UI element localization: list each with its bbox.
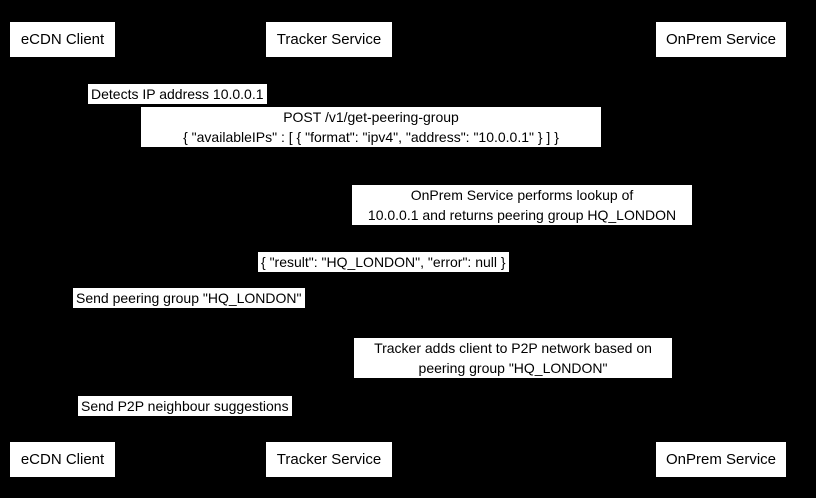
message-onprem-lookup-line2: 10.0.0.1 and returns peering group HQ_LO… (367, 207, 677, 223)
message-tracker-adds-note: Tracker adds client to P2P network based… (354, 338, 672, 378)
message-detect-ip: Detects IP address 10.0.0.1 (88, 84, 267, 104)
message-post-peering-group-line2: { "availableIPs" : [ { "format": "ipv4",… (183, 129, 559, 145)
message-tracker-adds-line1: Tracker adds client to P2P network based… (374, 340, 652, 356)
actor-ecdn-client-bottom: eCDN Client (10, 442, 115, 477)
actor-tracker-service-bottom: Tracker Service (266, 442, 392, 477)
actor-onprem-service-bottom: OnPrem Service (656, 442, 786, 477)
message-onprem-lookup-note: OnPrem Service performs lookup of 10.0.0… (352, 185, 692, 225)
message-post-peering-group-line1: POST /v1/get-peering-group (283, 109, 459, 125)
actor-ecdn-client-top: eCDN Client (10, 22, 115, 57)
message-send-p2p-suggestions: Send P2P neighbour suggestions (78, 396, 292, 416)
message-send-peering-group: Send peering group "HQ_LONDON" (73, 288, 305, 308)
message-tracker-adds-line2: peering group "HQ_LONDON" (418, 360, 608, 376)
actor-onprem-service-top: OnPrem Service (656, 22, 786, 57)
message-result-payload: { "result": "HQ_LONDON", "error": null } (258, 252, 509, 272)
message-post-peering-group: POST /v1/get-peering-group { "availableI… (141, 107, 601, 147)
actor-tracker-service-top: Tracker Service (266, 22, 392, 57)
message-onprem-lookup-line1: OnPrem Service performs lookup of (410, 187, 634, 203)
